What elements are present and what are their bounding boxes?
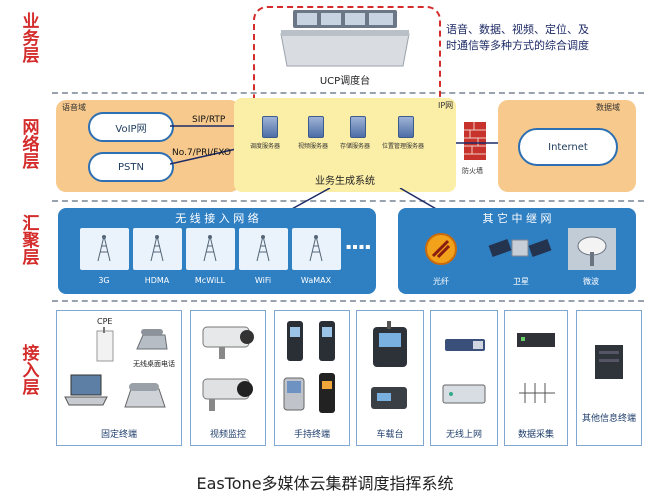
- card-label-data-collection: 数据采集: [517, 430, 554, 440]
- wireless-title: 无 线 接 入 网 络: [175, 212, 259, 225]
- no7-label: No.7/PRI/FXO: [172, 148, 231, 158]
- cpe-device-icon: [96, 327, 114, 362]
- relay-label-microwave: 微波: [583, 277, 599, 286]
- sip-label: SIP/RTP: [192, 115, 226, 125]
- data-card-icon: [445, 339, 485, 351]
- vehicle-radio-icon: [373, 321, 407, 367]
- vehicle-radio-icon: [371, 387, 407, 409]
- cpe-label: CPE: [97, 317, 113, 326]
- internet-label: Internet: [548, 141, 588, 153]
- card-label-fixed: 固定终端: [100, 430, 137, 440]
- wireless-desk-phone-label: 无线桌面电话: [133, 360, 175, 368]
- card-handheld-terminal: 手持终端: [274, 310, 350, 446]
- relay-label-satellite: 卫星: [513, 277, 529, 286]
- voice-domain-label: 语音域: [62, 103, 86, 112]
- tile-mcwill: [186, 228, 235, 270]
- ip-label: IP网: [438, 101, 454, 110]
- location-server-icon: [398, 116, 414, 138]
- tile-hdma: [133, 228, 182, 270]
- network-aggregation-links: [289, 188, 439, 211]
- card-fixed-terminal: CPE 无线桌面电话 固定终端: [56, 310, 182, 446]
- tower-icon: [150, 235, 164, 262]
- server-rack-icon: [595, 345, 623, 379]
- card-data-collection: 数据采集: [504, 310, 568, 446]
- tile-wifi: [239, 228, 288, 270]
- camera-icon: [202, 326, 254, 359]
- card-label-other: 其他信息终端: [581, 414, 636, 424]
- wireless-label-3g: 3G: [98, 276, 110, 285]
- firewall-links: [456, 142, 500, 144]
- card-wireless-internet: 无线上网: [430, 310, 498, 446]
- footer-title: EasTone多媒体云集群调度指挥系统: [196, 474, 454, 493]
- card-label-wireless-internet: 无线上网: [445, 430, 482, 440]
- relay-title: 其 它 中 继 网: [482, 212, 552, 225]
- wireless-label-hdma: HDMA: [144, 276, 170, 285]
- phone-icon: [124, 383, 166, 408]
- more-indicator: ▪▪▪▪: [346, 242, 372, 251]
- tower-icon: [256, 235, 270, 262]
- modem-icon: [442, 384, 486, 404]
- layer-label-business: 业务层: [8, 12, 48, 69]
- tower-icon: [309, 235, 323, 262]
- dispatch-server-icon: [262, 116, 278, 138]
- tower-icon: [203, 235, 217, 262]
- handset-icon: [319, 373, 335, 413]
- card-label-handheld: 手持终端: [293, 430, 330, 440]
- pstn-label: PSTN: [118, 161, 144, 173]
- layer-network-text: 网络层: [18, 118, 39, 169]
- divider-aggregation-access: [52, 300, 644, 302]
- ucp-console-image: [280, 10, 410, 67]
- relay-label-fiber: 光纤: [433, 277, 449, 286]
- service-system-label: 业务生成系统: [315, 176, 375, 187]
- server-label-location: 位置管理服务器: [382, 143, 425, 150]
- storage-server-icon: [350, 116, 366, 138]
- pstn-cloud: PSTN: [88, 152, 174, 182]
- handset-icon: [287, 321, 303, 361]
- server-label-storage: 存储服务器: [340, 143, 371, 150]
- microwave-icon: [568, 228, 616, 270]
- layer-business-text: 业务层: [18, 12, 39, 63]
- server-label-video: 视频服务器: [298, 143, 329, 150]
- router-icon: [517, 333, 555, 347]
- layer-label-network: 网络层: [8, 118, 48, 175]
- desk-phone-icon: [136, 329, 168, 350]
- satellite-icon: [488, 238, 552, 258]
- sensor-array-icon: [519, 383, 555, 403]
- fiber-icon: [425, 233, 457, 265]
- handset-icon: [319, 321, 335, 361]
- ucp-console-label: UCP调度台: [319, 76, 371, 87]
- camera-icon: [202, 378, 253, 411]
- server-label-dispatch: 调度服务器: [250, 143, 281, 150]
- card-label-vehicle: 车载台: [376, 430, 404, 440]
- divider-business-network: [52, 92, 644, 94]
- card-vehicle-station: 车载台: [356, 310, 424, 446]
- layer-access-text: 接入层: [18, 344, 39, 395]
- wireless-label-wifi: WiFi: [254, 276, 272, 285]
- tile-wamax: [292, 228, 341, 270]
- divider-network-aggregation: [52, 200, 644, 202]
- layer-aggregation-text: 汇聚层: [18, 214, 39, 265]
- card-video-surveillance: 视频监控: [190, 310, 266, 446]
- data-domain-label: 数据域: [596, 103, 620, 112]
- voip-cloud: VoIP网: [88, 112, 174, 142]
- handset-icon: [283, 377, 305, 411]
- voip-label: VoIP网: [115, 123, 147, 135]
- wireless-label-mcwill: McWiLL: [194, 276, 226, 285]
- service-system-box: [234, 98, 456, 192]
- video-server-icon: [308, 116, 324, 138]
- firewall-icon: [464, 122, 486, 160]
- layer-label-access: 接入层: [8, 344, 48, 401]
- card-label-video: 视频监控: [209, 430, 246, 440]
- wireless-label-wamax: WaMAX: [300, 276, 332, 285]
- layer-label-aggregation: 汇聚层: [8, 214, 48, 271]
- business-description: 语音、数据、视频、定位、及时通信等多种方式的综合调度: [446, 23, 589, 52]
- card-other-terminal: 其他信息终端: [576, 310, 642, 446]
- internet-cloud: Internet: [518, 128, 618, 166]
- tile-3g: [80, 228, 129, 270]
- laptop-icon: [64, 374, 108, 406]
- firewall-label: 防火墙: [462, 167, 483, 175]
- tower-icon: [97, 235, 111, 262]
